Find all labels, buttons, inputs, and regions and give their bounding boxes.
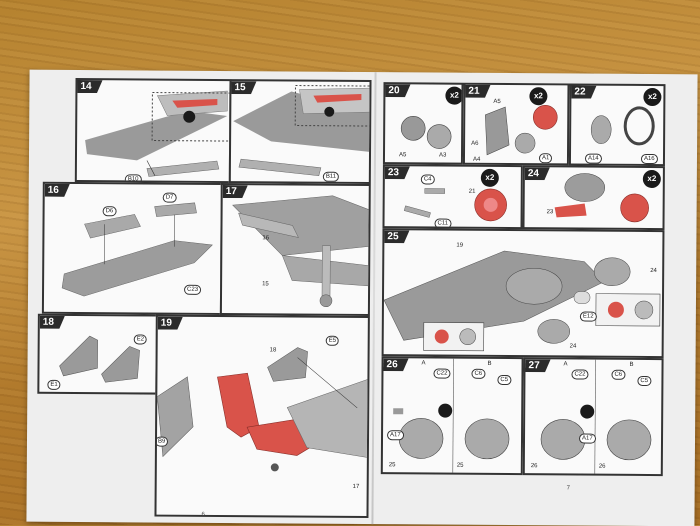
- part-label-c5-27: C5: [637, 376, 651, 386]
- step-26-variant-b: B: [488, 361, 492, 367]
- step-19-panel: 19 18 E5 B9 17: [154, 315, 369, 518]
- part-label-d6: D6: [103, 206, 117, 216]
- step-15-panel: 15 B11: [229, 79, 372, 184]
- ref-a4: A4: [473, 157, 480, 163]
- ref-a6: A6: [471, 141, 478, 147]
- ref-a5-21: A5: [493, 99, 500, 105]
- ref-15: 15: [262, 281, 269, 287]
- ref-16: 16: [262, 235, 269, 241]
- ref-a5: A5: [399, 152, 406, 158]
- step-17-panel: 17 16 15: [220, 183, 371, 316]
- step-25-panel: 25 19 24 E12 24: [382, 228, 665, 358]
- part-label-a1: A1: [539, 153, 552, 163]
- step-27-variant-b: B: [630, 362, 634, 368]
- step-16-drawing: [44, 184, 223, 315]
- part-label-a17: A17: [387, 430, 404, 440]
- part-label-e12: E12: [580, 312, 597, 322]
- step-23-panel: 23 x2 C4 21 C11: [382, 164, 522, 229]
- part-label-c22: C22: [433, 369, 450, 379]
- ref-18: 18: [270, 347, 277, 353]
- part-label-c23: C23: [184, 285, 201, 295]
- ref-17: 17: [353, 484, 360, 490]
- part-label-c11: C11: [434, 219, 451, 229]
- step-21-panel: 21 x2 A5 A1 A6 A4: [463, 83, 570, 166]
- step-17-drawing: [222, 185, 371, 316]
- step-15-drawing: [231, 81, 372, 184]
- part-label-c6-27: C6: [611, 370, 625, 380]
- step-25-drawing: [384, 230, 665, 358]
- part-label-b9: B9: [155, 437, 168, 447]
- part-label-e5: E5: [326, 336, 339, 346]
- part-label-e1: E1: [47, 380, 60, 390]
- step-27-panel: 27 A B C22 C6 C5 A17 26 26: [523, 357, 664, 476]
- step-21-drawing: [465, 85, 570, 166]
- part-label-a16: A16: [641, 154, 658, 164]
- step-27-variant-a: A: [564, 361, 568, 367]
- part-label-c6: C6: [471, 369, 485, 379]
- part-label-a17-27: A17: [579, 434, 596, 444]
- step-24-drawing: [524, 167, 664, 230]
- ref-24-top: 24: [650, 268, 657, 274]
- step-22-panel: 22 x2 A14 A16: [569, 83, 666, 166]
- step-26-panel: 26 A B C22 C6 C5 A17 25 25: [381, 356, 524, 475]
- ref-23: 23: [547, 209, 554, 215]
- step-16-panel: 16 D6 D7 C23: [42, 182, 223, 315]
- step-20-panel: 20 x2 A5 A3: [383, 82, 464, 165]
- step-20-drawing: [385, 84, 464, 165]
- ref-a3: A3: [439, 153, 446, 159]
- part-label-b11: B11: [323, 172, 339, 182]
- ref-26-b: 26: [599, 464, 606, 470]
- part-label-a14: A14: [585, 154, 602, 164]
- step-14-panel: 14 B10: [75, 78, 232, 183]
- ref-25-b: 25: [457, 463, 464, 469]
- step-24-panel: 24 x2 23: [522, 165, 664, 230]
- instruction-sheet: 14 B10 15 B11 16: [26, 70, 697, 526]
- part-label-c4: C4: [421, 174, 435, 184]
- step-26-variant-a: A: [422, 360, 426, 366]
- page-number-left: 6: [201, 512, 204, 518]
- step-19-drawing: [156, 317, 369, 518]
- part-label-c5: C5: [497, 375, 511, 385]
- ref-24-bottom: 24: [570, 343, 577, 349]
- ref-19: 19: [456, 243, 463, 249]
- page-number-right: 7: [567, 485, 570, 491]
- step-18-panel: 18 E2 E1: [37, 314, 158, 395]
- step-23-drawing: [384, 166, 522, 229]
- ref-25-a: 25: [389, 462, 396, 468]
- part-label-e2: E2: [134, 334, 147, 344]
- part-label-d7: D7: [163, 193, 177, 203]
- ref-21: 21: [469, 189, 476, 195]
- ref-26-a: 26: [531, 463, 538, 469]
- step-14-drawing: [77, 80, 232, 183]
- part-label-c22-27: C22: [571, 369, 588, 379]
